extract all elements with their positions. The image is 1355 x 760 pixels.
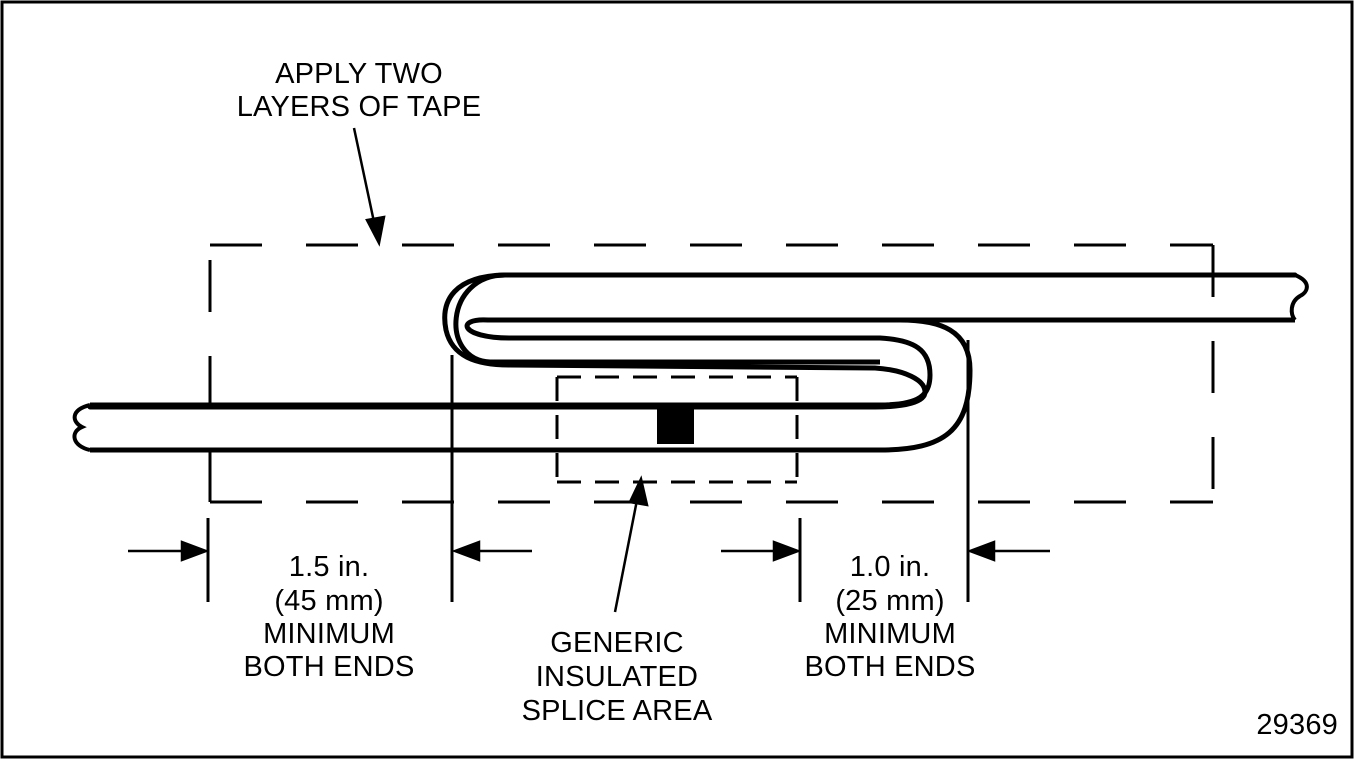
splice-connector [657,406,694,444]
right-dim-line-4: BOTH ENDS [805,651,976,683]
left-dim-line-3: MINIMUM [263,618,395,650]
splice-leader-arrow [613,475,649,613]
splice-area-box [555,375,799,484]
right-dim-line-2: (25 mm) [835,585,944,617]
splice-line-2: INSULATED [536,661,698,693]
dimension-arrows [128,540,1050,562]
tape-note-line-2: LAYERS OF TAPE [237,91,482,123]
upper-wire [87,272,1298,410]
wire-break-right [1289,273,1309,322]
left-dim-line-2: (45 mm) [274,585,383,617]
tape-note-line-1: APPLY TWO [275,58,443,90]
splice-line-3: SPLICE AREA [522,695,713,727]
right-dim-line-3: MINIMUM [824,618,956,650]
tape-leader-arrow [352,127,386,247]
tape-area-box [208,243,1215,504]
wire-break-left [72,403,91,452]
dimension-extension-lines [206,340,970,602]
left-dim-line-4: BOTH ENDS [244,651,415,683]
splice-line-1: GENERIC [550,627,684,659]
left-dim-line-1: 1.5 in. [289,551,369,583]
figure-id: 29369 [1256,709,1338,741]
right-dim-line-1: 1.0 in. [850,551,930,583]
